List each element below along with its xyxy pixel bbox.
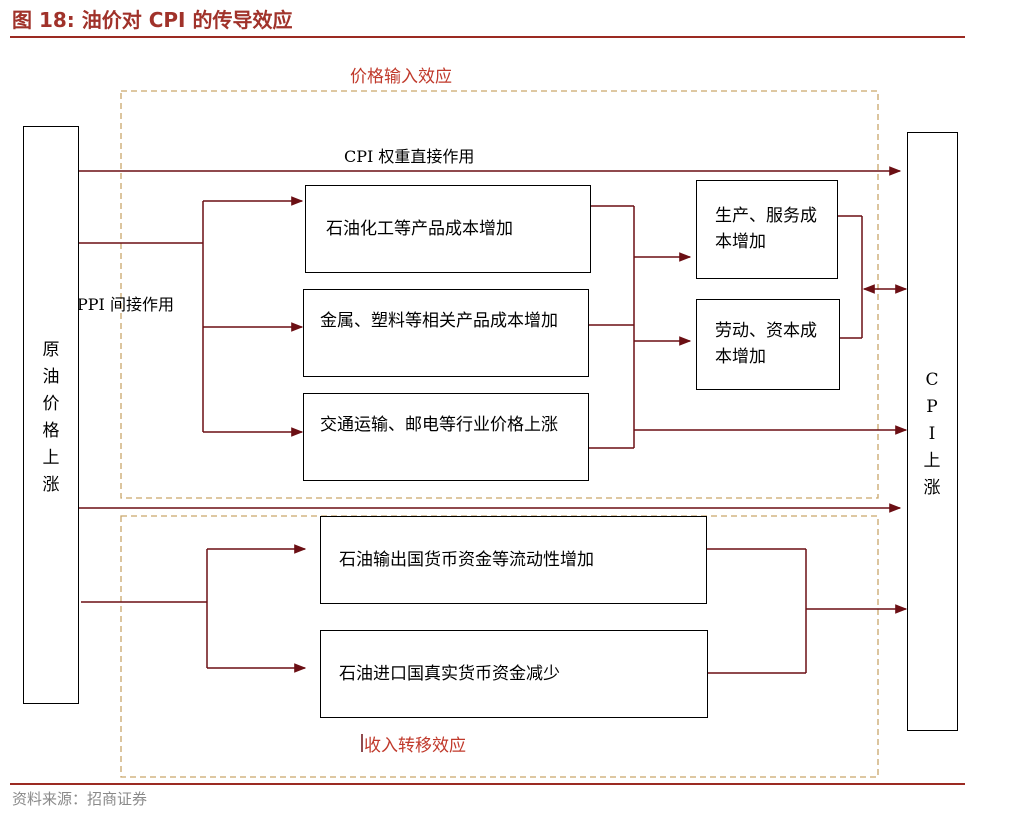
- petrochemical-cost-box: 石油化工等产品成本增加: [305, 185, 591, 273]
- price-input-region: [120, 90, 879, 499]
- cpi-direct-label: CPI 权重直接作用: [344, 147, 475, 166]
- metal-plastic-cost-text: 金属、塑料等相关产品成本增加: [320, 311, 558, 331]
- figure-title: 图 18: 油价对 CPI 的传导效应: [12, 8, 293, 32]
- source-note: 资料来源：招商证券: [12, 790, 148, 808]
- price-input-label: 价格输入效应: [350, 67, 452, 87]
- oil-import-box: 石油进口国真实货币资金减少: [320, 630, 708, 718]
- income-transfer-region: [120, 515, 879, 778]
- crude-oil-rise-box: 原油价 格上涨: [23, 126, 79, 704]
- ppi-indirect-label: PPI 间接作用: [77, 295, 174, 314]
- oil-export-box: 石油输出国货币资金等流动性增加: [320, 516, 707, 604]
- footer-divider: [10, 783, 965, 785]
- production-service-text: 生产、服务成本增加: [715, 206, 817, 252]
- income-transfer-label: 收入转移效应: [364, 736, 466, 756]
- labor-capital-box: 劳动、资本成本增加: [696, 299, 840, 390]
- title-divider: [10, 36, 965, 38]
- oil-import-text: 石油进口国真实货币资金减少: [339, 664, 560, 684]
- transport-price-text: 交通运输、邮电等行业价格上涨: [320, 415, 558, 435]
- oil-export-text: 石油输出国货币资金等流动性增加: [339, 550, 594, 570]
- petrochemical-cost-text: 石油化工等产品成本增加: [326, 219, 513, 239]
- transport-price-box: 交通运输、邮电等行业价格上涨: [303, 393, 589, 481]
- metal-plastic-cost-box: 金属、塑料等相关产品成本增加: [303, 289, 589, 377]
- production-service-box: 生产、服务成本增加: [696, 180, 838, 279]
- labor-capital-text: 劳动、资本成本增加: [715, 321, 817, 367]
- crude-oil-rise-text: 原油价 格上涨: [42, 340, 60, 495]
